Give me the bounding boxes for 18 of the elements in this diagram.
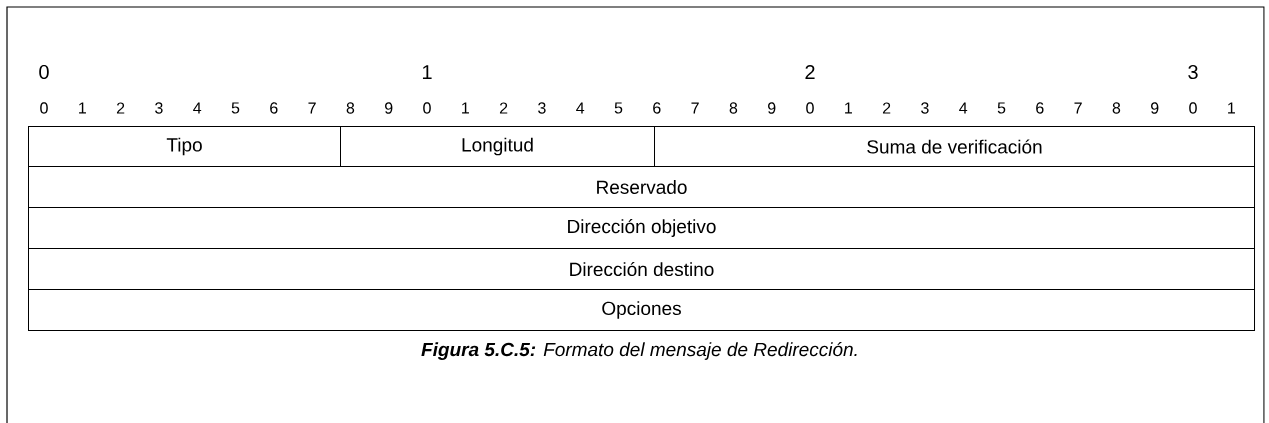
field-box: Dirección destino — [28, 248, 1255, 290]
bit-number: 6 — [653, 102, 661, 114]
bit-group-number: 0 — [39, 64, 49, 80]
field-box: Dirección objetivo — [28, 207, 1255, 249]
bit-number: 8 — [346, 102, 355, 114]
field-box: Opciones — [28, 289, 1255, 331]
bit-group-number: 2 — [805, 65, 815, 79]
bit-number: 7 — [308, 102, 316, 114]
bit-group-number: 3 — [1188, 64, 1198, 80]
bit-group-number: 1 — [422, 65, 432, 79]
bit-number: 5 — [614, 102, 623, 114]
field-box: Suma de verificación — [654, 126, 1255, 167]
bit-number: 7 — [691, 102, 699, 114]
bit-number: 9 — [385, 102, 393, 114]
field-box: Tipo — [28, 126, 341, 167]
field-box: Longitud — [340, 126, 655, 167]
figure-caption: Figura 5.C.5: Formato del mensaje de Redirección. — [421, 342, 857, 360]
field-box: Reservado — [28, 166, 1255, 208]
